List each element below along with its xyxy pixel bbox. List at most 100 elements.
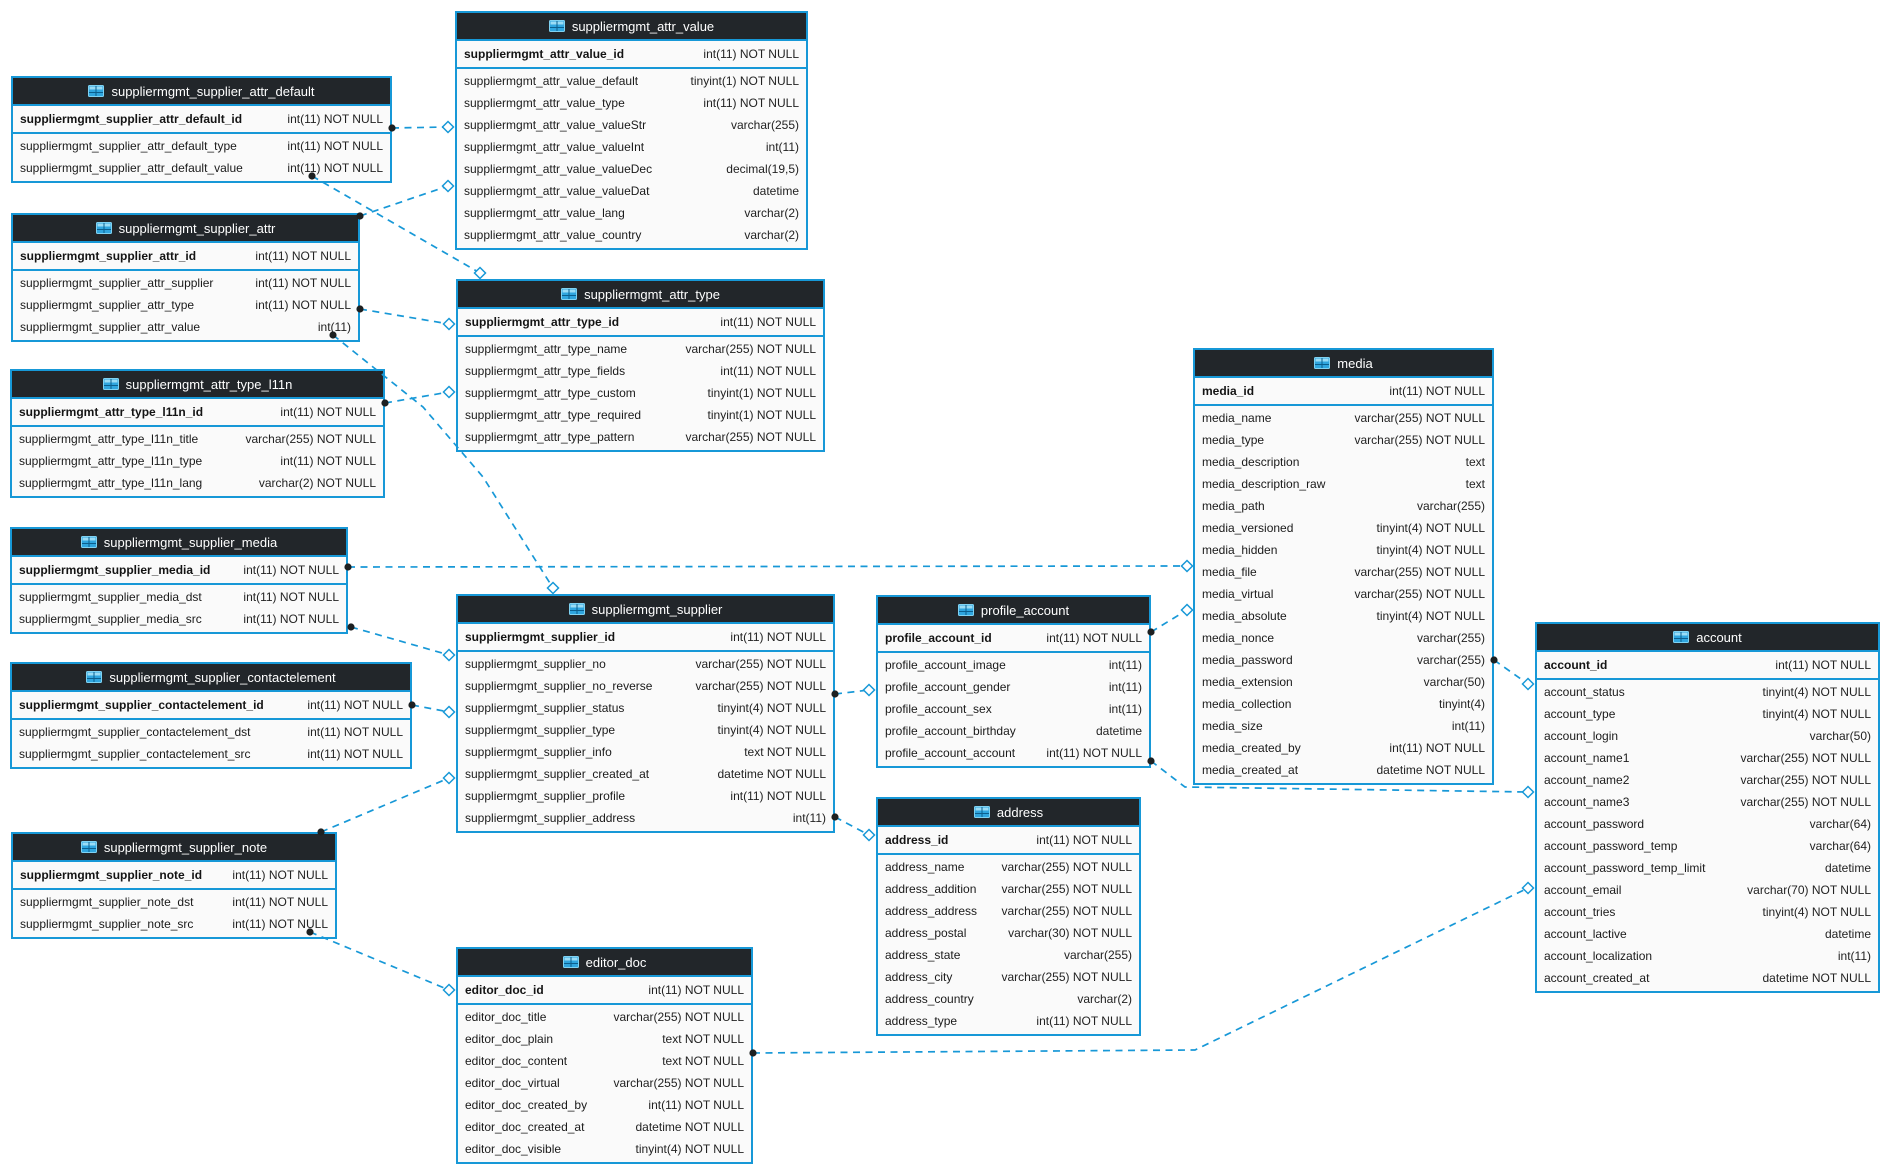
relationship-dashed-line[interactable] xyxy=(350,626,450,656)
column-type: tinyint(4) NOT NULL xyxy=(635,1142,744,1156)
table-header[interactable]: suppliermgmt_supplier_attr_default xyxy=(13,78,390,106)
column-name: editor_doc_virtual xyxy=(465,1076,560,1090)
table-header[interactable]: suppliermgmt_supplier xyxy=(458,596,833,624)
column-name: suppliermgmt_attr_value_valueInt xyxy=(464,140,645,154)
primary-key-type: int(11) NOT NULL xyxy=(648,983,744,997)
table-header[interactable]: account xyxy=(1537,624,1878,652)
relationship-dashed-line[interactable] xyxy=(309,931,450,991)
column-name: editor_doc_plain xyxy=(465,1032,554,1046)
column-type: text xyxy=(1465,477,1485,491)
table-header[interactable]: profile_account xyxy=(878,597,1149,625)
table-title: suppliermgmt_supplier xyxy=(591,601,723,617)
table-header[interactable]: suppliermgmt_attr_type xyxy=(458,281,823,309)
column-name: suppliermgmt_attr_type_custom xyxy=(465,386,636,400)
relationship-suppliermgmt_attr_type_l11n-to-suppliermgmt_attr_type[interactable] xyxy=(381,385,456,407)
primary-key-name: suppliermgmt_attr_type_id xyxy=(465,315,620,329)
table-grid-icon xyxy=(568,603,585,615)
column-type: tinyint(4) NOT NULL xyxy=(1376,609,1485,623)
relationship-dashed-line[interactable] xyxy=(384,391,450,404)
column-name: media_type xyxy=(1202,433,1265,447)
column-type: int(11) NOT NULL xyxy=(648,1098,744,1112)
relationship-suppliermgmt_supplier_contactelement-to-suppliermgmt_supplier[interactable] xyxy=(408,701,456,719)
relationship-editor_doc-to-account[interactable] xyxy=(749,881,1535,1057)
relationship-suppliermgmt_supplier-to-profile_account[interactable] xyxy=(831,683,876,698)
relationship-dashed-line[interactable] xyxy=(359,308,450,325)
table-grid-icon xyxy=(1673,631,1690,643)
column-type: int(11) NOT NULL xyxy=(232,917,328,931)
table-header[interactable]: editor_doc xyxy=(458,949,751,977)
column-type: int(11) NOT NULL xyxy=(287,139,383,153)
column-type: varchar(255) NOT NULL xyxy=(1740,773,1872,787)
column-type: int(11) NOT NULL xyxy=(1389,741,1485,755)
relationship-dashed-line[interactable] xyxy=(391,126,449,129)
relationship-suppliermgmt_supplier_note-to-suppliermgmt_supplier[interactable] xyxy=(317,771,456,836)
column-name: suppliermgmt_attr_type_pattern xyxy=(465,430,635,444)
relationship-suppliermgmt_supplier_attr-to-suppliermgmt_attr_value[interactable] xyxy=(356,179,455,220)
column-type: int(11) NOT NULL xyxy=(243,590,339,604)
table-header[interactable]: suppliermgmt_attr_type_l11n xyxy=(12,371,383,399)
relationship-suppliermgmt_supplier_attr_default-to-suppliermgmt_attr_value[interactable] xyxy=(388,120,455,134)
relationship-suppliermgmt_supplier_attr-to-suppliermgmt_attr_type[interactable] xyxy=(356,305,456,331)
relationship-dashed-line[interactable] xyxy=(347,565,1188,568)
table-grid-icon xyxy=(562,956,579,968)
table-header[interactable]: address xyxy=(878,799,1139,827)
relationship-suppliermgmt_supplier-to-address[interactable] xyxy=(831,813,876,842)
table-header[interactable]: suppliermgmt_supplier_media xyxy=(12,529,346,557)
relationship-dashed-line[interactable] xyxy=(834,689,870,695)
table-suppliermgmt_supplier_media[interactable]: suppliermgmt_supplier_media suppliermgmt_… xyxy=(10,527,348,634)
relationship-dashed-line[interactable] xyxy=(411,704,450,713)
relationship-dashed-line[interactable] xyxy=(1150,609,1188,633)
column-name: suppliermgmt_supplier_media_src xyxy=(19,612,202,626)
table-header[interactable]: suppliermgmt_supplier_note xyxy=(13,834,335,862)
column-name: editor_doc_title xyxy=(465,1010,547,1024)
relationship-suppliermgmt_supplier_media-to-media[interactable] xyxy=(344,559,1194,573)
column-type: varchar(255) NOT NULL xyxy=(1354,411,1486,425)
table-header[interactable]: suppliermgmt_supplier_attr xyxy=(13,215,358,243)
relationship-dashed-line[interactable] xyxy=(1493,659,1529,685)
column-name: profile_account_account xyxy=(885,746,1016,760)
table-header[interactable]: suppliermgmt_supplier_contactelement xyxy=(12,664,410,692)
column-name: account_status xyxy=(1544,685,1625,699)
table-title: address xyxy=(996,804,1044,820)
table-header[interactable]: suppliermgmt_attr_value xyxy=(457,13,806,41)
column-name: account_lactive xyxy=(1544,927,1627,941)
relationship-dashed-line[interactable] xyxy=(320,777,450,833)
relationship-media-to-account[interactable] xyxy=(1490,656,1535,691)
table-header[interactable]: media xyxy=(1195,350,1492,378)
column-type: tinyint(1) NOT NULL xyxy=(707,408,816,422)
column-name: media_path xyxy=(1202,499,1265,513)
column-type: int(11) xyxy=(1837,949,1871,963)
relationship-suppliermgmt_supplier_media-to-suppliermgmt_supplier[interactable] xyxy=(347,623,456,662)
primary-key-name: suppliermgmt_supplier_attr_id xyxy=(20,249,197,263)
relationship-dashed-line[interactable] xyxy=(834,816,870,836)
column-name: account_name1 xyxy=(1544,751,1630,765)
relationship-profile_account-to-media[interactable] xyxy=(1147,603,1194,636)
relationship-dashed-line[interactable] xyxy=(359,185,449,217)
table-suppliermgmt_attr_value[interactable]: suppliermgmt_attr_value suppliermgmt_attr… xyxy=(455,11,808,250)
relationship-diamond-endpoint xyxy=(1521,881,1535,895)
